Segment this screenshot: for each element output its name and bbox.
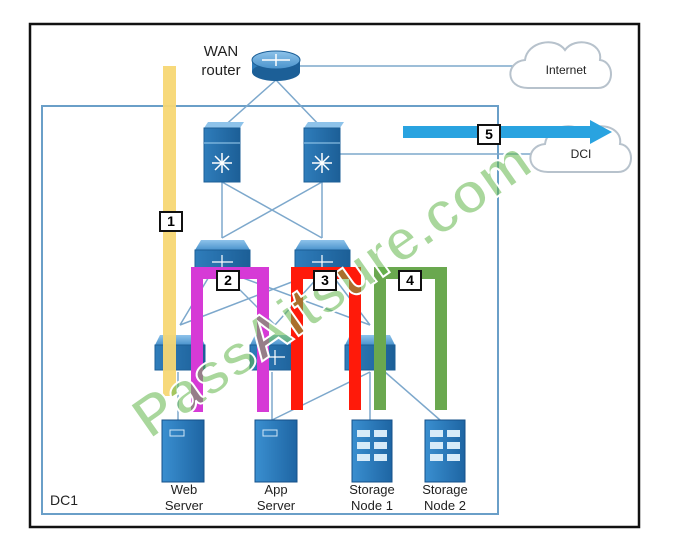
- app-server-icon: [254, 419, 298, 483]
- path-3-number-box: 3: [313, 270, 337, 291]
- core-switch-left-icon: [203, 122, 244, 183]
- internet-cloud-icon: [509, 41, 612, 89]
- storage-node-2-icon: [424, 419, 466, 483]
- core-switch-right-icon: [303, 122, 344, 183]
- path-2-number-box: 2: [216, 270, 240, 291]
- path-1-number-box: 1: [159, 211, 183, 232]
- dc1-label: DC1: [50, 492, 79, 508]
- web-server-icon: [161, 419, 205, 483]
- wan-router-icon: [251, 50, 301, 81]
- web-server-label: Web Server: [164, 482, 204, 513]
- path-5-number-box: 5: [477, 124, 501, 145]
- storage-node-1-icon: [351, 419, 393, 483]
- internet-label: Internet: [545, 63, 587, 77]
- dc1-boundary: [41, 105, 499, 515]
- path-4-number-box: 4: [398, 270, 422, 291]
- storage-node-1-label: Storage Node 1: [349, 482, 395, 513]
- app-server-label: App Server: [256, 482, 296, 513]
- dci-label: DCI: [570, 147, 592, 161]
- wan-router-label: WAN router: [201, 43, 241, 79]
- storage-node-2-label: Storage Node 2: [422, 482, 468, 513]
- outer-frame: [28, 22, 641, 529]
